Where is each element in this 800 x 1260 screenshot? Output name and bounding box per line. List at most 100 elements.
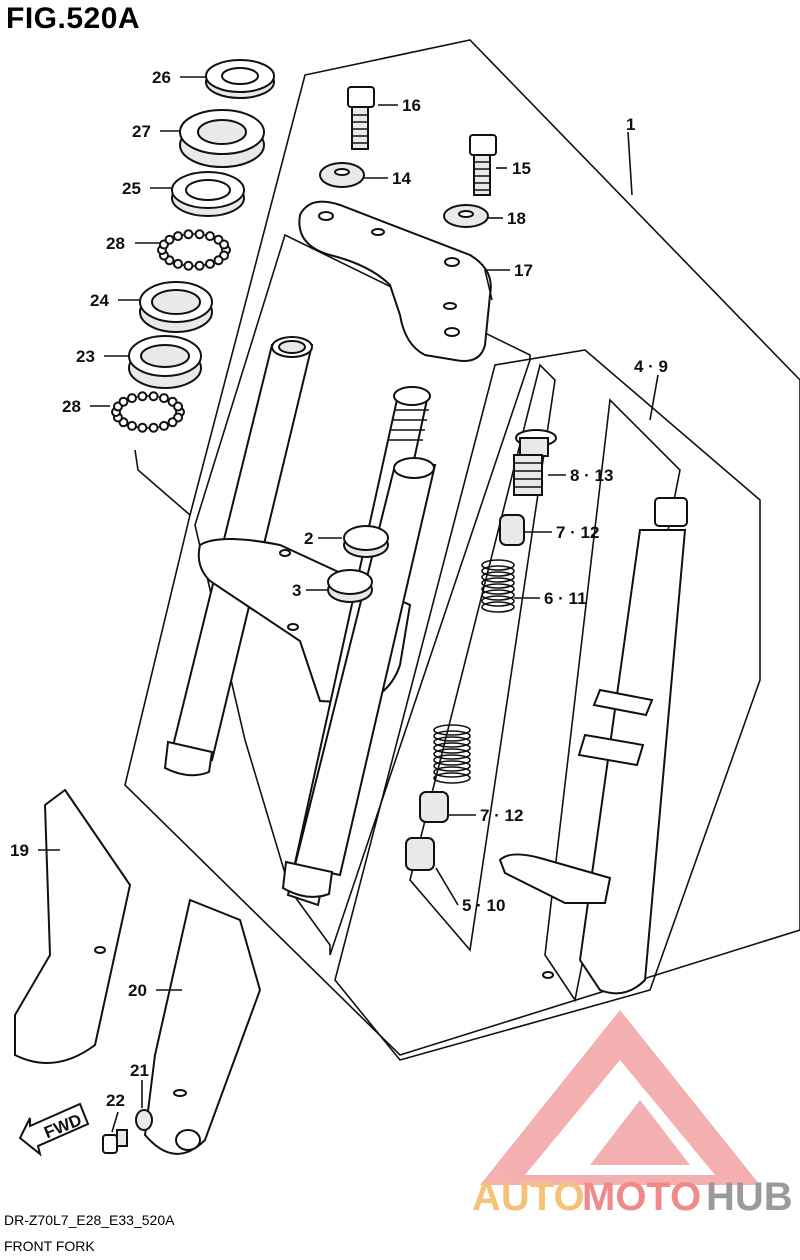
- model-code: DR-Z70L7_E28_E33_520A: [4, 1212, 175, 1228]
- svg-text:HUB: HUB: [706, 1175, 793, 1219]
- callout-14: 14: [392, 169, 411, 188]
- part-8-13-bolt-cap: [513, 429, 557, 496]
- bearing-ball: [194, 229, 205, 240]
- callout-5-10: 5 · 10: [462, 896, 505, 915]
- part-25-seal: [171, 171, 245, 217]
- bearing-ball: [205, 258, 215, 269]
- part-24-race: [139, 281, 213, 333]
- part-21-washer: [135, 1109, 153, 1131]
- callout-3: 3: [292, 581, 301, 600]
- bearing-ball: [219, 239, 230, 250]
- watermark-text: AUTO MOTO HUB: [472, 1175, 793, 1219]
- spring-coil: [433, 748, 471, 760]
- bearing-stack-line: [134, 449, 191, 516]
- spring-coil: [481, 577, 515, 589]
- part-spring-lower: [433, 724, 471, 784]
- bearing-ball: [173, 231, 183, 242]
- spring-coil: [433, 754, 471, 766]
- part-22-drain-bolt: [102, 1129, 128, 1154]
- part-26-steering-nut: [205, 59, 275, 99]
- callout-24: 24: [90, 291, 109, 310]
- part-28-ball-bearing-upper: [157, 229, 231, 271]
- part-3-oil-seal: [327, 569, 373, 603]
- callout-17: 17: [514, 261, 533, 280]
- callout-8-13: 8 · 13: [570, 466, 613, 485]
- part-7-12-spacer-upper: [499, 514, 525, 546]
- inner-panel-damper: [409, 363, 556, 952]
- assembly-name: FRONT FORK: [4, 1238, 95, 1254]
- part-16-bolt: [347, 86, 375, 150]
- spring-coil: [433, 766, 471, 778]
- part-steering-stem-assembly: [163, 336, 437, 907]
- part-4-9-damper-cartridge: [498, 497, 688, 995]
- leader-lines: [38, 76, 659, 1133]
- bearing-ball: [194, 260, 205, 271]
- bearing-ball: [173, 258, 183, 269]
- callout-2: 2: [304, 529, 313, 548]
- part-15-bolt: [469, 134, 497, 196]
- bearing-ball: [159, 420, 169, 431]
- callout-4-9: 4 · 9: [634, 357, 668, 376]
- part-2-dust-seal: [343, 525, 389, 558]
- bearing-ball: [118, 396, 129, 407]
- callout-6-11: 6 · 11: [544, 589, 587, 608]
- part-7-12-spacer-lower: [419, 791, 449, 823]
- callout-26: 26: [152, 68, 171, 87]
- figure-title: FIG.520A: [6, 2, 141, 35]
- part-19-fork-guard: [14, 788, 132, 1064]
- callout-7-12-lower: 7 · 12: [480, 806, 523, 825]
- spring-coil: [433, 760, 471, 772]
- spring-coil: [481, 583, 515, 595]
- bearing-ball: [173, 401, 184, 412]
- spring-coil: [481, 601, 515, 613]
- callout-20: 20: [128, 981, 147, 1000]
- spring-coil: [433, 742, 471, 754]
- spring-coil: [481, 565, 515, 577]
- bearing-ball: [127, 420, 137, 431]
- spring-coil: [481, 571, 515, 583]
- part-28-ball-bearing-lower: [111, 391, 185, 433]
- spring-coil: [481, 559, 515, 571]
- bearing-ball: [213, 255, 224, 266]
- inner-panel-left: [194, 233, 531, 956]
- spring-coil: [433, 736, 471, 748]
- callout-15: 15: [512, 159, 531, 178]
- part-27-bearing-race: [179, 109, 265, 168]
- part-5-10-piston: [405, 837, 435, 871]
- spring-coil: [433, 724, 471, 736]
- spring-coil: [433, 772, 471, 784]
- bearing-ball: [205, 231, 215, 242]
- part-18-washer: [443, 204, 489, 228]
- callout-19: 19: [10, 841, 29, 860]
- callout-25: 25: [122, 179, 141, 198]
- bearing-ball: [137, 391, 148, 402]
- bearing-ball: [167, 417, 178, 428]
- fwd-label: FWD: [41, 1110, 84, 1142]
- part-6-11-spring: [481, 559, 515, 613]
- bearing-ball: [183, 260, 194, 271]
- callout-16: 16: [402, 96, 421, 115]
- svg-text:AUTO: AUTO: [472, 1175, 585, 1219]
- bearing-ball: [127, 393, 137, 404]
- part-23-race: [128, 335, 202, 389]
- part-20-outer-tube: [143, 898, 262, 1155]
- bearing-ball: [148, 391, 159, 402]
- svg-text:MOTO: MOTO: [582, 1175, 701, 1219]
- callout-7-12-upper: 7 · 12: [556, 523, 599, 542]
- bearing-ball: [137, 422, 148, 433]
- inner-panel-cartridge: [334, 349, 761, 1061]
- bearing-ball: [148, 422, 159, 433]
- callout-23: 23: [76, 347, 95, 366]
- bearing-ball: [183, 229, 194, 240]
- fwd-direction-arrow: FWD: [18, 1102, 90, 1157]
- spring-coil: [481, 589, 515, 601]
- callout-28-upper: 28: [106, 234, 125, 253]
- callout-1: 1: [626, 115, 635, 134]
- callout-21: 21: [130, 1061, 149, 1080]
- callout-27: 27: [132, 122, 151, 141]
- callout-18: 18: [507, 209, 526, 228]
- watermark-logo: [480, 1010, 760, 1185]
- callout-28-lower: 28: [62, 397, 81, 416]
- bearing-ball: [164, 234, 175, 245]
